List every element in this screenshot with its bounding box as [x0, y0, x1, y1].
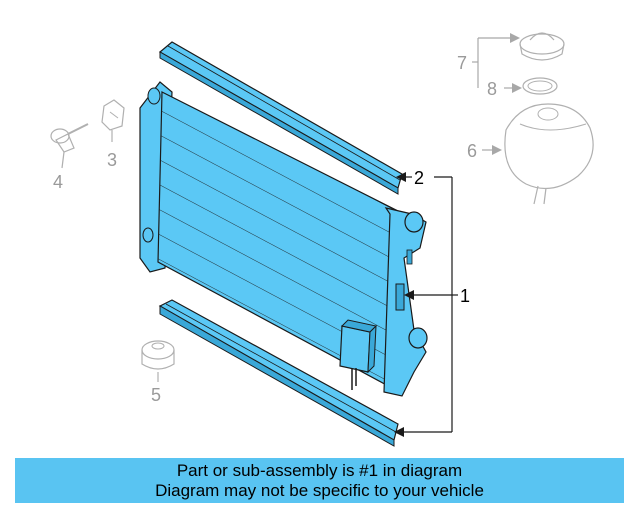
callout-6[interactable]: 6: [467, 141, 477, 161]
callout-7[interactable]: 7: [457, 53, 467, 73]
bolt-part-4[interactable]: [50, 123, 89, 169]
leader-lines-active: [400, 176, 458, 433]
reservoir-cap-part-7[interactable]: [519, 32, 565, 61]
callout-4[interactable]: 4: [53, 172, 63, 192]
callout-5[interactable]: 5: [151, 385, 161, 405]
arrowhead-callout-1: [404, 290, 414, 300]
info-banner: Part or sub-assembly is #1 in diagram Di…: [15, 458, 624, 503]
clip-nut-part-3[interactable]: [101, 99, 125, 142]
radiator-assembly[interactable]: [139, 81, 428, 397]
callout-1[interactable]: 1: [460, 286, 470, 306]
arrowhead-callout-2: [396, 172, 406, 182]
callout-2[interactable]: 2: [414, 168, 424, 188]
arrowhead-callout-8: [512, 83, 522, 93]
callout-3[interactable]: 3: [107, 150, 117, 170]
arrowhead-callout-6: [492, 145, 502, 155]
upper-seal-strip[interactable]: [158, 41, 403, 195]
banner-line-1: Part or sub-assembly is #1 in diagram: [176, 460, 463, 480]
arrowhead-callout-7: [510, 33, 520, 43]
lower-seal-strip[interactable]: [158, 299, 399, 447]
expansion-tank-part-6[interactable]: [504, 103, 594, 205]
o-ring-part-8[interactable]: [522, 77, 558, 95]
banner-line-2: Diagram may not be specific to your vehi…: [155, 480, 484, 500]
parts-diagram: 1 2 3 4 5 6 7 8: [50, 32, 594, 447]
callout-8[interactable]: 8: [487, 79, 497, 99]
arrowhead-lower-strip: [394, 427, 404, 437]
mount-bushing-part-5[interactable]: [141, 340, 175, 382]
